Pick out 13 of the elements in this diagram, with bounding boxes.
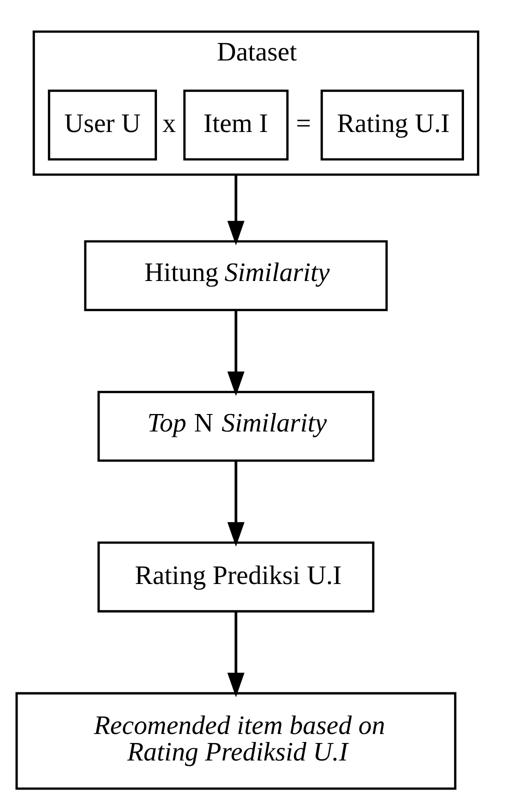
arrow bbox=[227, 460, 244, 547]
node-box: User U bbox=[48, 90, 157, 160]
node-box: Item I bbox=[183, 90, 289, 160]
arrow bbox=[227, 174, 244, 246]
node-box: Hitung Similarity bbox=[84, 240, 388, 312]
node-box: Top N Similarity bbox=[97, 390, 374, 462]
arrow bbox=[227, 310, 244, 396]
label: x bbox=[162, 108, 176, 138]
node-box: Rating Prediksi U.I bbox=[97, 542, 374, 612]
node-box: Recomended item based on Rating Prediksid U.I bbox=[15, 692, 456, 790]
arrow bbox=[227, 612, 244, 698]
label: = bbox=[296, 108, 312, 138]
node-box: Rating U.I bbox=[320, 90, 464, 160]
